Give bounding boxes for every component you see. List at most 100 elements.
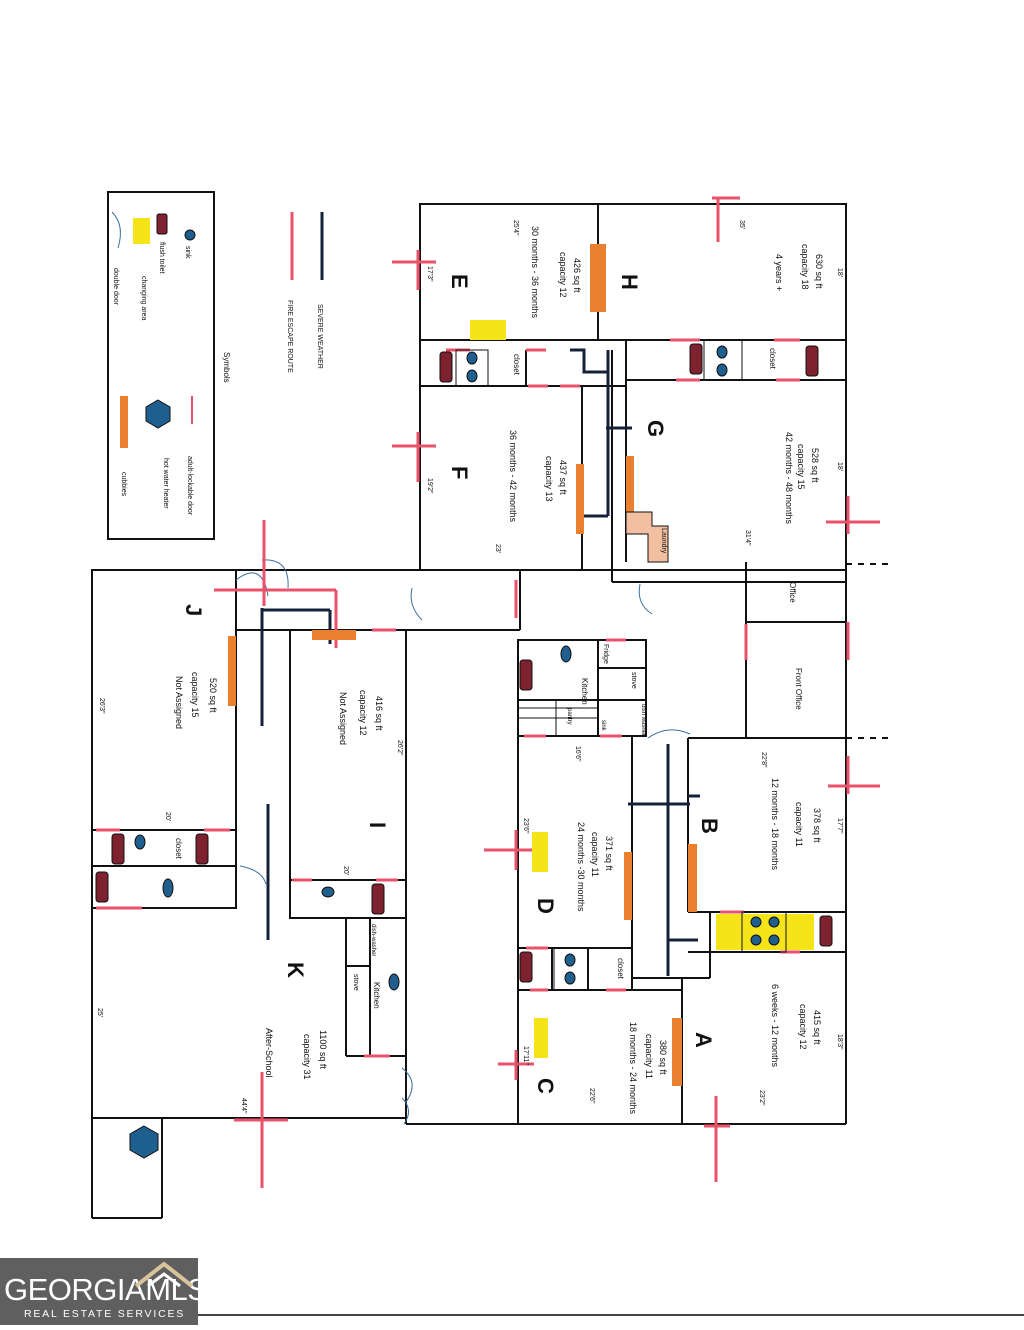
room-letter-i: I: [365, 822, 390, 828]
closet-label-e: closet: [512, 354, 521, 376]
dim-h-a: 18': [836, 268, 843, 277]
counters: [455, 339, 787, 991]
legend-lockable-label: adult-lockable door: [186, 456, 193, 516]
dim-b-b: 17'7": [836, 818, 843, 834]
sinks: [134, 345, 780, 991]
kitchen-label: Kitchen: [580, 678, 589, 705]
room-letter-f: F: [447, 466, 472, 479]
fridge-label: Fridge: [602, 644, 609, 664]
misc-labels: closet closet closet closet Laundry Offi…: [174, 348, 803, 1009]
room-b-area: 378 sq ft: [812, 808, 822, 843]
room-b-capacity: capacity 11: [794, 802, 804, 847]
kitchen-sink-label: sink: [600, 720, 606, 732]
laundry: [625, 511, 669, 563]
front-office-label: Front Office: [794, 668, 803, 710]
dim-i-b: 20': [342, 866, 349, 875]
severe-weather-label: SEVERE WEATHER: [316, 304, 323, 369]
toilet-icon: [439, 351, 453, 383]
toilet-icon: [519, 659, 533, 691]
roof-icon: [134, 1261, 194, 1288]
dim-d-b: 23'6": [522, 818, 529, 834]
room-letter-b: B: [697, 818, 722, 834]
dim-g-a: 18': [836, 462, 843, 471]
dim-c-b: 22'6": [588, 1088, 595, 1104]
room-k-capacity: capacity 31: [302, 1034, 312, 1080]
cubbies: [228, 244, 697, 1086]
toilet-icon: [156, 213, 168, 235]
dish-washer-label: dish washer: [640, 704, 646, 736]
room-info: 630 sq ft capacity 18 4 years + 426 sq f…: [174, 226, 824, 1115]
fire-escape-routes: [96, 196, 880, 1188]
stove-k-label: stove: [352, 974, 359, 991]
office-label: Office: [788, 582, 797, 603]
changing-area-icon: [133, 218, 150, 244]
dim-h-b: 35': [738, 220, 745, 229]
legend-title: Symbols: [222, 352, 231, 383]
room-k-area: 1100 sq ft: [318, 1030, 328, 1069]
dishwasher-k-label: dish-washer: [370, 924, 376, 956]
changing-areas: [470, 320, 814, 1058]
legend-sink-label: sink: [184, 246, 191, 259]
room-g-capacity: capacity 15: [796, 444, 806, 490]
room-h-area: 630 sq ft: [814, 254, 824, 289]
dim-a-b: 23'2": [758, 1090, 765, 1106]
water-heater-icon: [145, 399, 171, 429]
room-i-ages: Not Assigned: [338, 692, 348, 745]
room-i-capacity: capacity 12: [358, 690, 368, 736]
legend: Symbols sink flush toilet changing area …: [107, 191, 231, 540]
room-g-ages: 42 months - 48 months: [784, 432, 794, 525]
fire-escape-label: FIRE ESCAPE ROUTE: [286, 300, 293, 373]
severe-weather-routes: [260, 348, 700, 976]
closet-label-j: closet: [174, 838, 183, 860]
toilet-icon: [371, 883, 385, 915]
toilet-icon: [519, 951, 533, 983]
room-letter-a: A: [691, 1032, 716, 1048]
room-d-capacity: capacity 11: [590, 832, 600, 877]
legend-toilet-label: flush toilet: [158, 242, 165, 274]
room-a-area: 415 sq ft: [812, 1010, 822, 1045]
dim-f-b: 23': [494, 544, 501, 553]
legend-heater-label: hot water heater: [162, 458, 169, 509]
dim-j-b: 20': [164, 812, 171, 821]
cubbies-icon: [120, 396, 128, 448]
room-a-capacity: capacity 12: [798, 1004, 808, 1050]
page-rule: [198, 1314, 1024, 1316]
room-b-ages: 12 months - 18 months: [770, 778, 780, 871]
room-letters: H E G F B D A C J I K: [181, 274, 722, 1094]
room-e-ages: 30 months - 36 months: [530, 226, 540, 319]
room-h-ages: 4 years +: [774, 254, 784, 291]
room-f-capacity: capacity 13: [544, 456, 554, 502]
toilet-icon: [195, 833, 209, 865]
room-c-ages: 18 months - 24 months: [628, 1022, 638, 1115]
room-i-area: 416 sq ft: [374, 696, 384, 731]
legend-door-label: double door: [112, 268, 119, 306]
toilet-icon: [819, 915, 833, 947]
water-heater-icon: [129, 1125, 159, 1159]
room-c-capacity: capacity 11: [644, 1034, 654, 1079]
dim-k-a: 25': [96, 1008, 103, 1017]
logo-subtitle: REAL ESTATE SERVICES: [24, 1308, 186, 1320]
dim-a-a: 18'3": [836, 1034, 843, 1050]
room-letter-c: C: [533, 1078, 558, 1094]
dim-j-a: 26'3": [98, 698, 105, 714]
stove-label: stove: [630, 672, 637, 689]
room-letter-e: E: [447, 274, 472, 289]
room-c-area: 380 sq ft: [658, 1040, 668, 1075]
room-f-ages: 36 months - 42 months: [508, 430, 518, 523]
room-k-ages: After-School: [264, 1028, 274, 1078]
dim-c-a: 17'11": [522, 1046, 529, 1065]
room-e-capacity: capacity 12: [558, 252, 568, 298]
room-h-capacity: capacity 18: [800, 244, 810, 290]
dim-g-b: 31'4": [744, 530, 751, 546]
room-e-area: 426 sq ft: [572, 258, 582, 293]
toilet-icon: [111, 833, 125, 865]
dim-f-a: 19'2": [426, 478, 433, 494]
toilet-icon: [95, 871, 109, 903]
laundry-label: Laundry: [660, 528, 667, 554]
room-letter-k: K: [283, 962, 308, 978]
dim-e-b: 17'3": [426, 266, 433, 282]
room-d-ages: 24 months -30 months: [576, 822, 586, 912]
closet-label-h: closet: [768, 348, 777, 370]
room-letter-h: H: [617, 274, 642, 290]
